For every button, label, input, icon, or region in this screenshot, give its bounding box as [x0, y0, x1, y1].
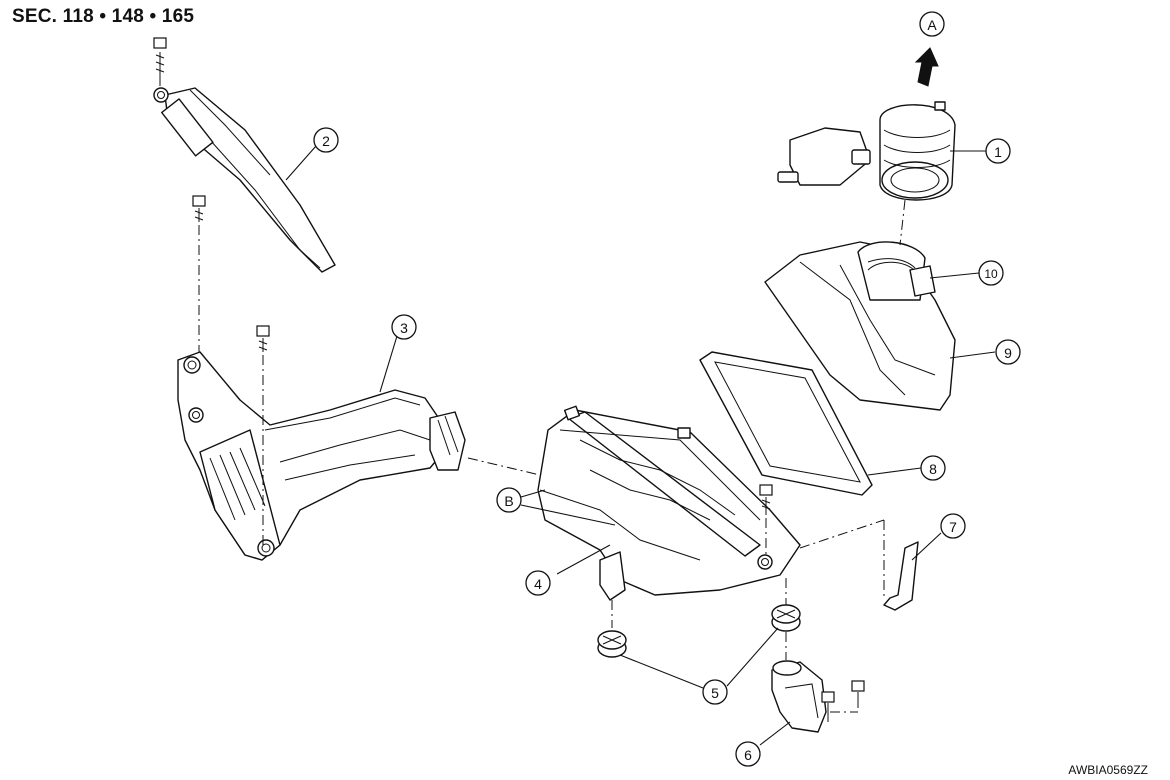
part-9-air-cleaner-cover: [764, 241, 956, 411]
part-1-air-flow-sensor: [777, 101, 956, 201]
callout-1: 1: [985, 138, 1011, 164]
part-8-air-filter: [699, 351, 873, 496]
bolt-icon: [153, 37, 167, 86]
part-2-air-duct: [153, 87, 336, 273]
callout-10: 10: [978, 260, 1004, 286]
callout-6: 6: [735, 741, 761, 767]
callout-4: 4: [525, 570, 551, 596]
callout-8-label: 8: [929, 461, 937, 477]
part-3-inlet-duct: [177, 351, 466, 561]
assembly-line: [799, 519, 885, 549]
callout-A: A: [919, 11, 945, 37]
part-5-grommet: [771, 604, 801, 632]
bolt-icon: [192, 195, 206, 222]
callout-3: 3: [391, 314, 417, 340]
assembly-line: [899, 199, 906, 246]
bolt-icon: [821, 691, 835, 722]
part-6-bracket: [771, 660, 827, 733]
callout-9-label: 9: [1004, 345, 1012, 361]
bolt-icon: [851, 680, 865, 708]
callout-3-label: 3: [400, 320, 408, 336]
callout-7-label: 7: [949, 519, 957, 535]
bolt-icon: [256, 325, 270, 352]
callout-A-label: A: [927, 17, 937, 33]
section-title: SEC. 118 • 148 • 165: [12, 6, 195, 27]
callout-8: 8: [920, 455, 946, 481]
callout-2-label: 2: [322, 133, 330, 149]
direction-arrow-icon: [914, 47, 939, 87]
figure-code: AWBIA0569ZZ: [1068, 763, 1148, 777]
callout-9: 9: [995, 339, 1021, 365]
callout-6-label: 6: [744, 747, 752, 763]
callout-4-label: 4: [534, 576, 542, 592]
callout-1-label: 1: [994, 144, 1002, 160]
callout-2: 2: [313, 127, 339, 153]
callout-B: B: [496, 487, 522, 513]
callout-10-label: 10: [984, 267, 998, 281]
assembly-line: [467, 457, 541, 476]
bolt-icon: [759, 484, 773, 515]
callout-B-label: B: [504, 493, 513, 509]
callout-5: 5: [702, 679, 728, 705]
part-5-grommet: [597, 630, 627, 658]
part-10-clamp: [867, 258, 936, 297]
part-7-clip: [883, 541, 919, 611]
callout-5-label: 5: [711, 685, 719, 701]
leader-lines: [285, 145, 996, 746]
callout-7: 7: [940, 513, 966, 539]
